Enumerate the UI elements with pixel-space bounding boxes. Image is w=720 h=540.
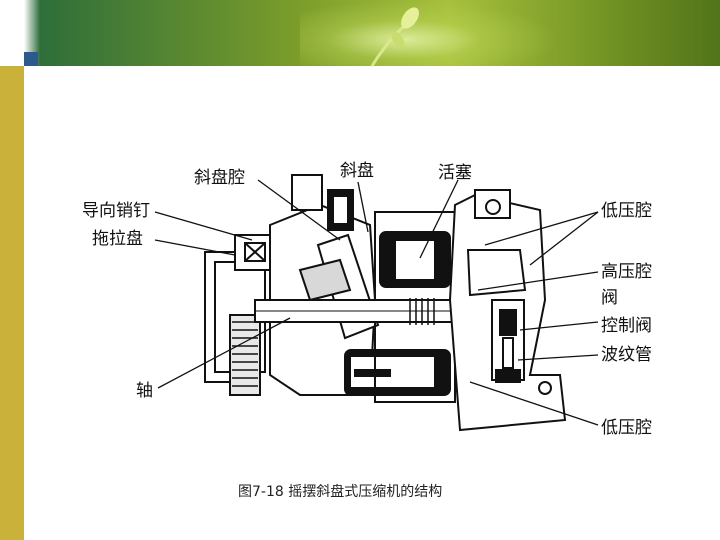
label-drag-plate: 拖拉盘	[92, 229, 143, 249]
header-banner	[0, 0, 720, 66]
label-bellows: 波纹管	[601, 345, 652, 365]
label-swash-plate-chamber: 斜盘腔	[194, 168, 245, 188]
left-accent-bar	[0, 66, 24, 540]
label-shaft: 轴	[136, 381, 153, 401]
corner-accent-square	[24, 52, 38, 66]
banner-sheen	[300, 0, 560, 66]
figure-caption: 图7-18 摇摆斜盘式压缩机的结构	[238, 484, 443, 500]
label-high-pressure-chamber: 高压腔	[601, 262, 652, 282]
compressor-body	[204, 174, 567, 432]
label-guide-pin: 导向销钉	[82, 201, 150, 221]
label-control-valve: 控制阀	[601, 316, 652, 336]
label-swash-plate: 斜盘	[340, 161, 374, 181]
leader-lines	[154, 179, 599, 426]
leaf-sprig-decoration	[370, 7, 419, 67]
label-valve: 阀	[601, 288, 618, 308]
label-low-pressure-chamber-bottom: 低压腔	[601, 418, 652, 438]
label-piston: 活塞	[438, 163, 472, 183]
label-low-pressure-chamber-top: 低压腔	[601, 201, 652, 221]
